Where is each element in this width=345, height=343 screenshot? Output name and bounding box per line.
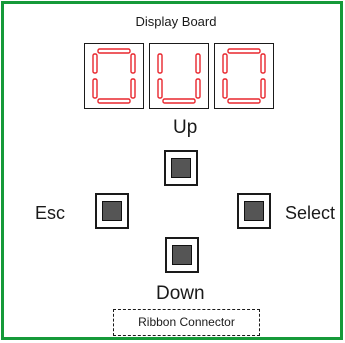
segment-c xyxy=(130,78,136,99)
select-button[interactable] xyxy=(237,193,271,229)
segment-b xyxy=(260,53,266,74)
segment-f xyxy=(92,53,98,74)
ribbon-connector: Ribbon Connector xyxy=(113,309,260,336)
segment-f xyxy=(157,53,163,74)
select-button-cap xyxy=(244,201,264,221)
select-label: Select xyxy=(285,203,336,223)
digit-1 xyxy=(84,43,144,109)
segment-b xyxy=(130,53,136,74)
down-label: Down xyxy=(156,283,205,304)
digit-1-segments xyxy=(92,48,136,104)
segment-a xyxy=(97,48,131,54)
segment-f xyxy=(222,53,228,74)
display-board: Display Board Up Esc Select Down Ribbon … xyxy=(1,1,343,340)
segment-c xyxy=(260,78,266,99)
segment-a xyxy=(227,48,261,54)
digit-3-segments xyxy=(222,48,266,104)
up-button-cap xyxy=(171,158,191,178)
segment-d xyxy=(97,98,131,104)
segment-e xyxy=(222,78,228,99)
segment-e xyxy=(157,78,163,99)
up-label: Up xyxy=(173,117,198,138)
segment-b xyxy=(195,53,201,74)
down-button-cap xyxy=(172,245,192,265)
board-title: Display Board xyxy=(135,14,217,29)
segment-d xyxy=(162,98,196,104)
digit-2 xyxy=(149,43,209,109)
down-button[interactable] xyxy=(165,237,199,273)
esc-label: Esc xyxy=(35,203,66,223)
segment-c xyxy=(195,78,201,99)
digit-2-segments xyxy=(157,53,201,104)
esc-button[interactable] xyxy=(95,193,129,229)
segment-d xyxy=(227,98,261,104)
segment-e xyxy=(92,78,98,99)
up-button[interactable] xyxy=(164,150,198,186)
digit-3 xyxy=(214,43,274,109)
seven-segment-display xyxy=(84,43,276,111)
esc-button-cap xyxy=(102,201,122,221)
